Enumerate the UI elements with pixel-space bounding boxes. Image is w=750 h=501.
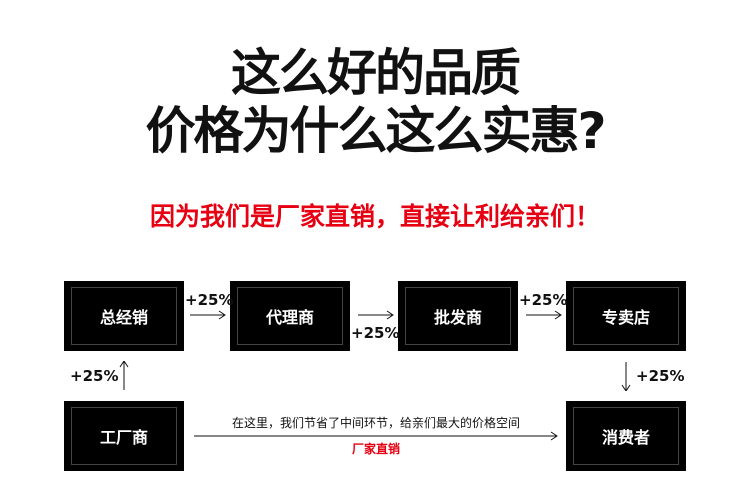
arrow-direct-path <box>194 431 558 441</box>
tagline: 因为我们是厂家直销，直接让利给亲们！ <box>149 202 600 231</box>
markup-store-to-consumer: +25% <box>636 367 685 385</box>
node-store: 专卖店 <box>566 281 686 351</box>
node-label: 代理商 <box>265 308 314 327</box>
arrow-gd-to-agent <box>190 310 226 320</box>
node-agent: 代理商 <box>230 281 350 351</box>
markup-agent-to-wholesaler: +25% <box>351 324 400 342</box>
node-factory: 工厂商 <box>64 401 184 471</box>
markup-gd-to-agent: +25% <box>185 291 234 309</box>
markup-wholesaler-to-store: +25% <box>519 291 568 309</box>
arrow-wholesaler-to-store <box>526 310 562 320</box>
node-wholesaler: 批发商 <box>398 281 518 351</box>
node-label: 消费者 <box>601 428 650 447</box>
node-label: 总经销 <box>99 308 148 327</box>
direct-path-note: 在这里，我们节省了中间环节，给亲们最大的价格空间 <box>231 416 520 430</box>
node-label: 工厂商 <box>99 428 148 447</box>
node-label: 专卖店 <box>601 308 650 327</box>
node-label: 批发商 <box>433 308 482 327</box>
arrow-store-to-consumer <box>621 362 631 391</box>
node-consumer: 消费者 <box>566 401 686 471</box>
arrow-agent-to-wholesaler <box>358 310 394 320</box>
arrow-factory-to-gd <box>119 361 129 390</box>
direct-path-label: 厂家直销 <box>351 442 400 456</box>
markup-factory-to-gd: +25% <box>70 367 119 385</box>
headline-line-2: 价格为什么这么实惠? <box>145 102 606 160</box>
node-general-distributor: 总经销 <box>64 281 184 351</box>
headline-line-1: 这么好的品质 <box>231 44 521 102</box>
